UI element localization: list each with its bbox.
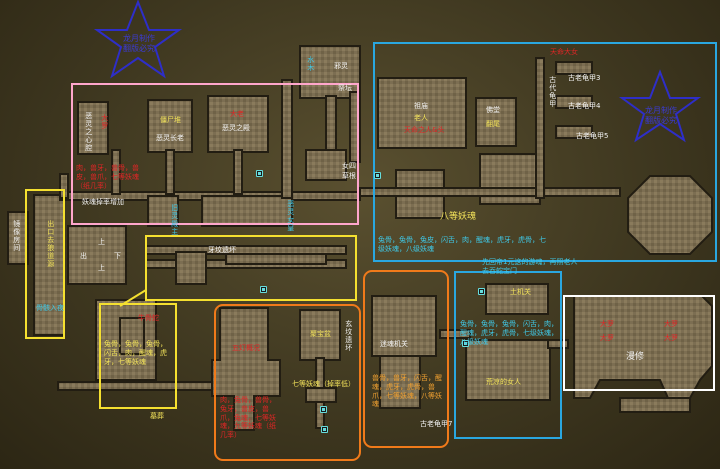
orange2-vertical-label: 玄坟遗坏 — [344, 320, 353, 352]
pink-bottom-label: 妖魂掉率增加 — [82, 198, 124, 206]
cyan-mid-label: 八等妖魂 — [440, 212, 477, 222]
yellow-connector — [119, 289, 147, 307]
pink-room3-label: 恶灵之殿 — [222, 124, 250, 132]
top-corridor-label: 水木 — [306, 56, 315, 72]
room-up-label: 上 — [98, 238, 105, 246]
floor-layout — [7, 45, 713, 431]
pink-room1-red-label: 大罗 — [100, 114, 109, 130]
orange-zone-left — [214, 304, 361, 461]
gui-tag-5: 古老龟甲5 — [576, 132, 609, 140]
cyan-note-label: 先回帝1元这的游魂，再照老人去吞蛇宝门 — [482, 258, 578, 275]
waypoint-icon[interactable] — [256, 170, 263, 177]
room-down-label: 下 — [114, 252, 121, 260]
nvshan-label-2: 草根 — [342, 172, 356, 180]
cyan2-loot-label: 兔骨，兔骨，兔骨，闪舌，肉，醒魂，虎牙，虎骨，七级妖魂，八级妖魂 — [460, 320, 558, 346]
white-room-label: 漫修 — [626, 352, 645, 362]
cyan-zone-top — [373, 42, 717, 262]
cyan-vertical-label: 古代龟甲 — [548, 76, 557, 108]
cyan-room2-sub-label: 翻尾 — [486, 120, 500, 128]
orange2-room-label: 聚宝盆 — [310, 330, 331, 338]
white-red-label-4: 大罗 — [664, 334, 678, 342]
waypoint-icon[interactable] — [260, 286, 267, 293]
waypoint-icon[interactable] — [320, 406, 327, 413]
room-exit-label: 出 — [80, 252, 87, 260]
white-red-label-2: 大罗 — [664, 320, 678, 328]
cyan2-room-label: 荒凉的女人 — [486, 378, 521, 386]
cyan-room1-label: 祖庙 — [414, 102, 428, 110]
waypoint-icon[interactable] — [374, 172, 381, 179]
white-red-label-1: 大罗 — [600, 320, 614, 328]
pink-room3-red-label: 大老 — [230, 110, 244, 118]
orange1-loot-label: 肉，兔骨，兽骨，兔牙，兽皮，兽爪，兔魂，七等妖魂，九等妖魂（纸几率） — [220, 396, 276, 439]
gui-tag-4: 古老龟甲4 — [568, 102, 601, 110]
zone-boxes — [25, 42, 717, 461]
pink-loot-label: 肉，兽牙，兽骨，兽皮，兽爪，七等妖魂（纸几率） — [76, 164, 139, 190]
pink-vertical-label-1: 旧灵殿主 — [170, 204, 179, 236]
white-zone — [563, 295, 715, 391]
star-text-left: 龙月制作 翻版必究 — [123, 34, 155, 53]
star-outline-icon — [93, 0, 183, 79]
yellow-zone-left — [25, 189, 65, 339]
orange3-room-label: 迷魂机关 — [380, 340, 408, 348]
yellow-left-vertical-label: 出口去狼道源 — [46, 220, 55, 268]
yellow-mid-label: 牙坟遗坏 — [208, 246, 236, 254]
cyan-loot-label: 兔骨，兔骨，兔皮，闪舌，肉，醒魂，虎牙，虎骨，七级妖魂，八级妖魂 — [378, 236, 546, 253]
orange1-bottom-label: 墓葬 — [150, 412, 164, 420]
star-outline-icon — [618, 69, 702, 143]
pink-vertical-label-2: 恶灵女皇 — [286, 200, 295, 232]
waypoint-icon[interactable] — [478, 288, 485, 295]
yellow-zone-mid — [145, 235, 357, 301]
orange1-red-label: 五灯概况 — [232, 344, 260, 352]
yellow-left-bottom-label: 骨骸入夜 — [36, 304, 64, 312]
nvshan-label-1: 女四 — [342, 162, 356, 170]
mirror-room-label: 镜像房间 — [12, 220, 21, 252]
gui-tag-3: 古老龟甲3 — [568, 74, 601, 82]
orange3-loot-label: 兽骨，兽牙，闪舌，醒魂，虎牙，虎骨，兽爪，七等妖魂，八等妖魂 — [372, 374, 442, 409]
cyan2-top-label: 土机关 — [510, 288, 531, 296]
waypoint-icon[interactable] — [321, 426, 328, 433]
top-room-label: 邪灵 — [334, 62, 348, 70]
cyan-top-red-label: 天命大女 — [550, 48, 578, 56]
pink-room1-label: 恶灵之心腔 — [84, 112, 93, 152]
pink-zone — [71, 83, 359, 225]
white-red-label-3: 大罗 — [600, 334, 614, 342]
waypoint-icon[interactable] — [462, 340, 469, 347]
cyan-zone-bottom — [454, 271, 562, 439]
yellow2-loot-label: 兔骨，兔骨，兔骨，闪舌，肉，醒魂，虎牙，七等妖魂 — [104, 340, 167, 366]
gui-bottom-label: 古老龟甲7 — [420, 420, 453, 428]
room-up2-label: 上 — [98, 264, 105, 272]
orange-zone-right — [363, 270, 449, 448]
pink-room2-label-1: 僵尸堆 — [160, 116, 181, 124]
cyan-room1-red-label: 天命之人&头 — [404, 126, 445, 134]
orange2-bottom-label: 七等妖魂（掉率低） — [292, 380, 355, 388]
pink-room2-label-2: 恶灵长老 — [156, 134, 184, 142]
star-text-right: 龙月制作 翻版必究 — [645, 106, 677, 125]
yellow-zone-bottom-left — [99, 303, 177, 409]
cyan-room1-sub-label: 老人 — [414, 114, 428, 122]
top-right-room-label: 祭坛 — [338, 84, 352, 92]
cyan-room2-label: 佛堂 — [486, 106, 500, 114]
yellow2-red-label: 牛骨蛇 — [138, 314, 159, 322]
